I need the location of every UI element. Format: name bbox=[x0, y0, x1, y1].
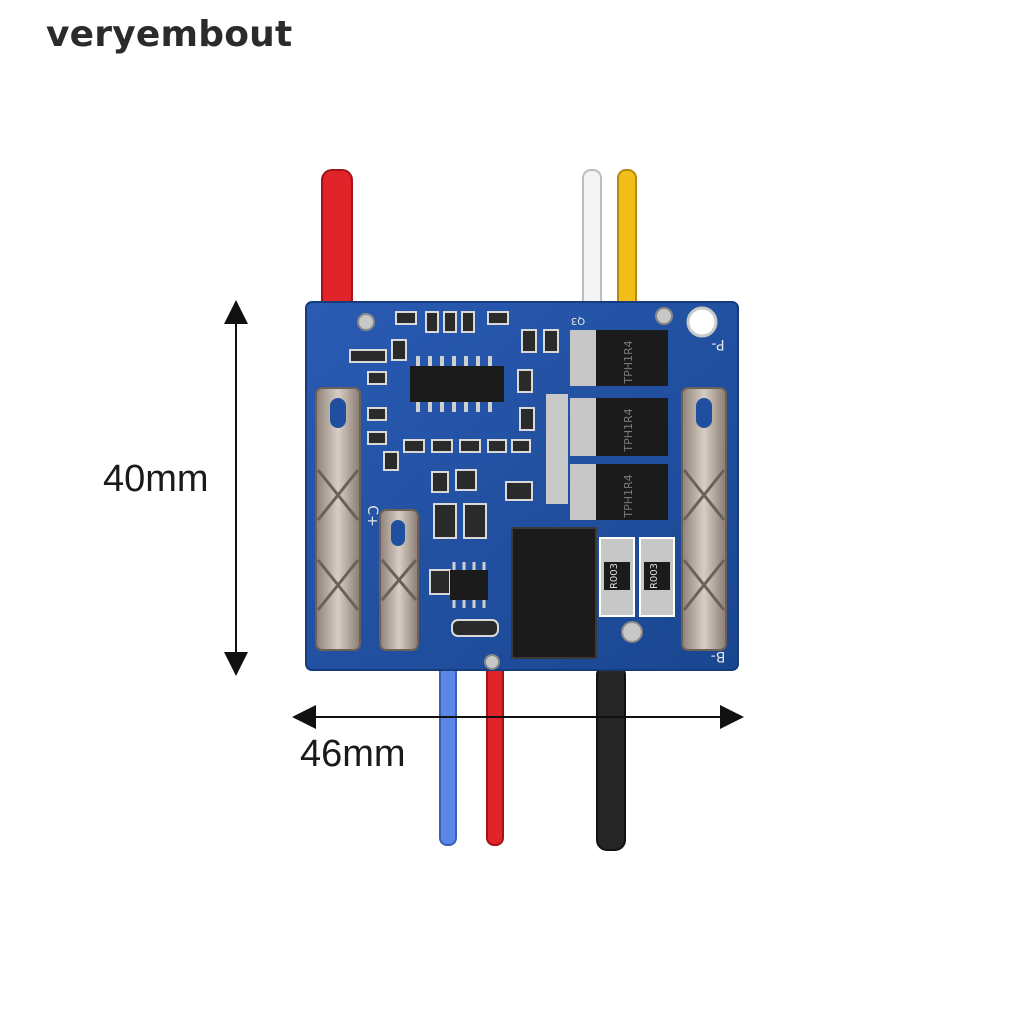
red-wire-top bbox=[321, 169, 353, 321]
left-battery-terminal bbox=[315, 387, 361, 651]
black-wire-bottom bbox=[596, 664, 626, 851]
mosfet: TPH1R4 bbox=[570, 330, 668, 386]
height-dimension-label: 40mm bbox=[103, 458, 209, 500]
yellow-wire-top bbox=[617, 169, 637, 311]
mounting-hole bbox=[655, 307, 673, 325]
brand-watermark: veryembout bbox=[46, 14, 293, 55]
svg-text:R003: R003 bbox=[609, 563, 620, 589]
bottom-wires bbox=[439, 659, 626, 851]
red-wire-bottom bbox=[486, 659, 504, 846]
protection-ic bbox=[450, 562, 488, 608]
width-dimension-label: 46mm bbox=[300, 733, 406, 775]
mounting-hole bbox=[357, 313, 375, 331]
p-minus-silkscreen: P- bbox=[711, 336, 724, 352]
mounting-hole bbox=[484, 654, 500, 670]
bms-circuit-board: TPH1R4 TPH1R4 TPH1R4 R003 R003 P- B- bbox=[305, 301, 739, 671]
c-plus-silkscreen: C+ bbox=[364, 505, 380, 527]
mounting-hole bbox=[621, 621, 643, 643]
mounting-hole bbox=[686, 306, 718, 338]
power-component-block bbox=[511, 527, 597, 659]
top-wires bbox=[321, 169, 637, 321]
blue-wire-bottom bbox=[439, 659, 457, 846]
mosfets: TPH1R4 TPH1R4 TPH1R4 bbox=[570, 330, 668, 520]
smd-components bbox=[349, 311, 559, 637]
b-minus-silkscreen: B- bbox=[711, 648, 726, 664]
svg-text:R003: R003 bbox=[649, 563, 660, 589]
svg-text:TPH1R4: TPH1R4 bbox=[622, 340, 635, 384]
control-ic bbox=[410, 356, 504, 412]
right-battery-terminal bbox=[681, 387, 727, 651]
mosfet: TPH1R4 bbox=[570, 398, 668, 456]
q3-silkscreen: Q3 bbox=[571, 315, 585, 326]
svg-text:TPH1R4: TPH1R4 bbox=[622, 474, 635, 518]
white-wire-top bbox=[582, 169, 602, 311]
c-plus-terminal bbox=[379, 509, 419, 651]
shunt-resistors: R003 R003 bbox=[599, 537, 675, 617]
test-pads bbox=[546, 394, 568, 504]
svg-text:TPH1R4: TPH1R4 bbox=[622, 408, 635, 452]
mosfet: TPH1R4 bbox=[570, 464, 668, 520]
